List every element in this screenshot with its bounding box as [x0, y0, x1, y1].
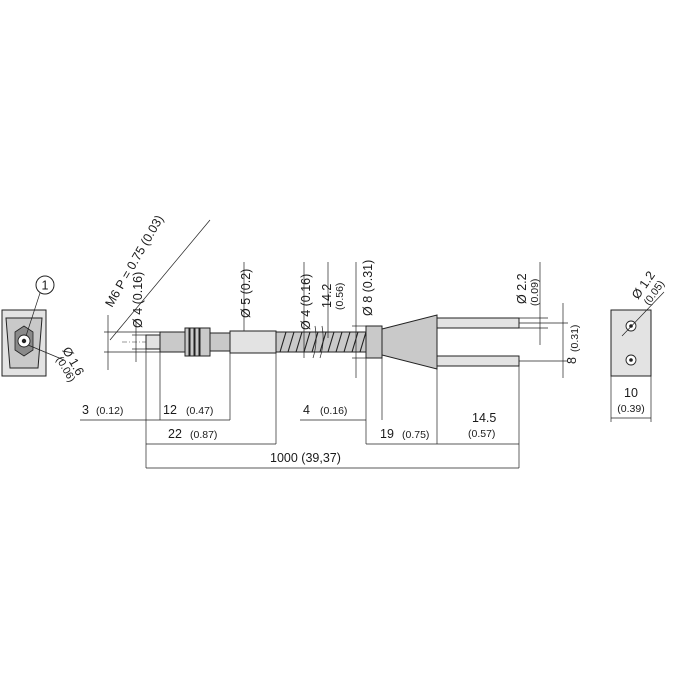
- len-19: 19: [380, 427, 394, 441]
- end-dim-leader: [621, 291, 665, 337]
- front-fiber-core: [21, 338, 27, 344]
- spiral-windings: [279, 331, 367, 353]
- end-view: Ø 1.2 (0.05) 10 (0.39): [610, 269, 667, 422]
- break-mark-1: [312, 325, 317, 359]
- dim-10-in: (0.39): [617, 403, 644, 415]
- front-dim-leader: [27, 344, 65, 361]
- dim-d4-b: Ø 4 (0.16): [299, 274, 313, 330]
- connector-taper: [381, 314, 438, 370]
- probe-tip: [145, 334, 161, 350]
- nut-2: [189, 327, 195, 357]
- side-view: M6 P = 0.75 (0.03) Ø 4 (0.16) Ø 5 (0.2) …: [80, 213, 581, 469]
- len-22-in: (0.87): [190, 429, 217, 441]
- len-4: 4: [303, 403, 310, 417]
- nut-3: [194, 327, 200, 357]
- callout-leader: [25, 292, 41, 337]
- dim-8-in: (0.31): [569, 325, 581, 352]
- thread-leader: [109, 219, 211, 341]
- diameter-dimensions: M6 P = 0.75 (0.03) Ø 4 (0.16) Ø 5 (0.2) …: [102, 213, 581, 378]
- len-1000: 1000 (39,37): [270, 451, 341, 465]
- dim-8: 8: [565, 357, 579, 364]
- dim-d5: Ø 5 (0.2): [239, 269, 253, 318]
- fiber-pin-lower: [436, 355, 520, 367]
- dim-d2-2-in: (0.09): [529, 279, 541, 306]
- extension-lines: [145, 349, 520, 468]
- nut-4: [199, 327, 211, 357]
- dim-14-2-in: (0.56): [334, 283, 346, 310]
- len-3-in: (0.12): [96, 405, 123, 417]
- callout-circle: [35, 275, 55, 295]
- fiber-pin-upper: [436, 317, 520, 329]
- dim-10: 10: [624, 386, 638, 400]
- end-body: [610, 309, 652, 377]
- len-22: 22: [168, 427, 182, 441]
- nut-1: [184, 327, 190, 357]
- dim-d2-2: Ø 2.2: [515, 273, 529, 304]
- cable-sleeve: [229, 330, 277, 354]
- len-12: 12: [163, 403, 177, 417]
- len-19-in: (0.75): [402, 429, 429, 441]
- len-3: 3: [82, 403, 89, 417]
- len-12-in: (0.47): [186, 405, 213, 417]
- len-4-in: (0.16): [320, 405, 347, 417]
- break-mark-2: [319, 325, 324, 359]
- collar: [209, 332, 231, 352]
- dim-d8: Ø 8 (0.31): [361, 260, 375, 316]
- dim-tip-d4: Ø 4 (0.16): [131, 272, 145, 328]
- threaded-sleeve: [159, 331, 186, 353]
- dim-14-2: 14.2: [320, 284, 334, 308]
- connector-collar: [365, 325, 383, 359]
- len-14-5-in: (0.57): [468, 428, 495, 440]
- callout-number: 1: [42, 279, 49, 293]
- front-view: 1 Ø 1.6 (0.06): [1, 275, 87, 384]
- length-dimensions: 3 (0.12) 12 (0.47) 4 (0.16) 22 (0.87) 19…: [80, 403, 519, 469]
- len-14-5: 14.5: [472, 411, 496, 425]
